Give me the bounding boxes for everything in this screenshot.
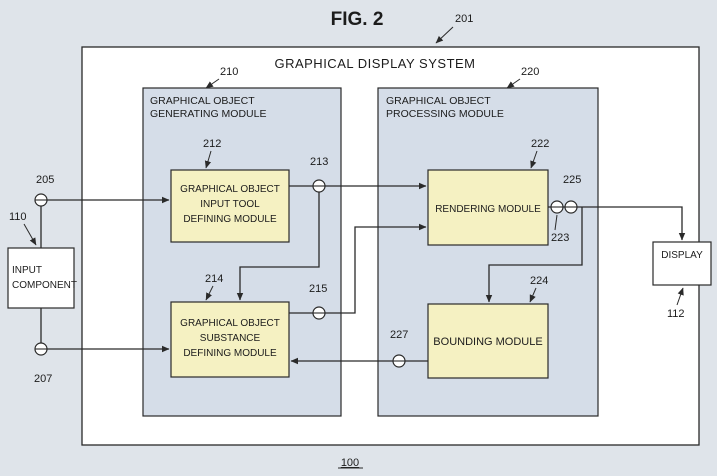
display-box bbox=[652, 241, 712, 286]
rendering-module-box bbox=[427, 169, 549, 246]
bounding-module-ref: 224 bbox=[530, 275, 548, 287]
wire-225-to-bounding bbox=[485, 207, 583, 303]
display-ref: 112 bbox=[667, 308, 685, 320]
substance-module-line1: GRAPHICAL OBJECT bbox=[180, 318, 280, 329]
bounding-module-box bbox=[427, 303, 549, 379]
node-215-label: 215 bbox=[309, 283, 327, 295]
node-227-label: 227 bbox=[390, 329, 408, 341]
input-tool-module-ref: 212 bbox=[203, 138, 221, 150]
display-label: DISPLAY bbox=[661, 250, 703, 261]
system-bottom-ref: 100 bbox=[341, 457, 359, 469]
substance-module-line2: SUBSTANCE bbox=[200, 333, 261, 344]
rendering-module-ref: 222 bbox=[531, 138, 549, 150]
generating-module-title-line2: GENERATING MODULE bbox=[150, 108, 266, 120]
rendering-module-ref-leader bbox=[530, 150, 538, 169]
processing-module-title-line1: GRAPHICAL OBJECT bbox=[386, 95, 491, 107]
rendering-module-label: RENDERING MODULE bbox=[435, 204, 541, 215]
input-component-line1: INPUT bbox=[12, 265, 42, 276]
system-ref-leader bbox=[435, 26, 454, 44]
input-component-box bbox=[7, 247, 75, 309]
generating-module-ref: 210 bbox=[220, 66, 238, 78]
substance-module-line3: DEFINING MODULE bbox=[183, 348, 277, 359]
bounding-module-label: BOUNDING MODULE bbox=[433, 336, 542, 348]
display-ref-leader bbox=[676, 287, 684, 306]
generating-module-ref-leader bbox=[205, 78, 220, 89]
substance-module-ref: 214 bbox=[205, 273, 223, 285]
generating-module-title-line1: GRAPHICAL OBJECT bbox=[150, 95, 255, 107]
node-223-label: 223 bbox=[551, 232, 569, 244]
node-213-label: 213 bbox=[310, 156, 328, 168]
wire-213-to-substance bbox=[236, 192, 320, 301]
node-205-label: 205 bbox=[36, 174, 54, 186]
substance-module-ref-leader bbox=[205, 285, 214, 301]
input-component-ref: 110 bbox=[9, 211, 27, 223]
node-223-leader bbox=[554, 214, 558, 231]
processing-module-ref: 220 bbox=[521, 66, 539, 78]
node-207-label: 207 bbox=[34, 373, 52, 385]
input-tool-module-line2: INPUT TOOL bbox=[200, 199, 260, 210]
figure-title: FIG. 2 bbox=[331, 9, 384, 30]
processing-module-title-line2: PROCESSING MODULE bbox=[386, 108, 504, 120]
input-tool-module-line3: DEFINING MODULE bbox=[183, 214, 277, 225]
processing-module-ref-leader bbox=[506, 78, 521, 89]
wire-225-to-display bbox=[577, 206, 686, 241]
input-tool-module-ref-leader bbox=[204, 150, 212, 169]
system-ref: 201 bbox=[455, 13, 473, 25]
bounding-module-ref-leader bbox=[529, 287, 537, 303]
wire-215-to-rendering bbox=[325, 223, 427, 314]
input-tool-module-box bbox=[170, 169, 290, 243]
substance-module-box bbox=[170, 301, 290, 378]
input-tool-module-line1: GRAPHICAL OBJECT bbox=[180, 184, 280, 195]
input-component-line2: COMPONENT bbox=[12, 280, 77, 291]
node-225-label: 225 bbox=[563, 174, 581, 186]
system-title: GRAPHICAL DISPLAY SYSTEM bbox=[274, 56, 475, 71]
input-component-ref-leader bbox=[23, 223, 37, 246]
